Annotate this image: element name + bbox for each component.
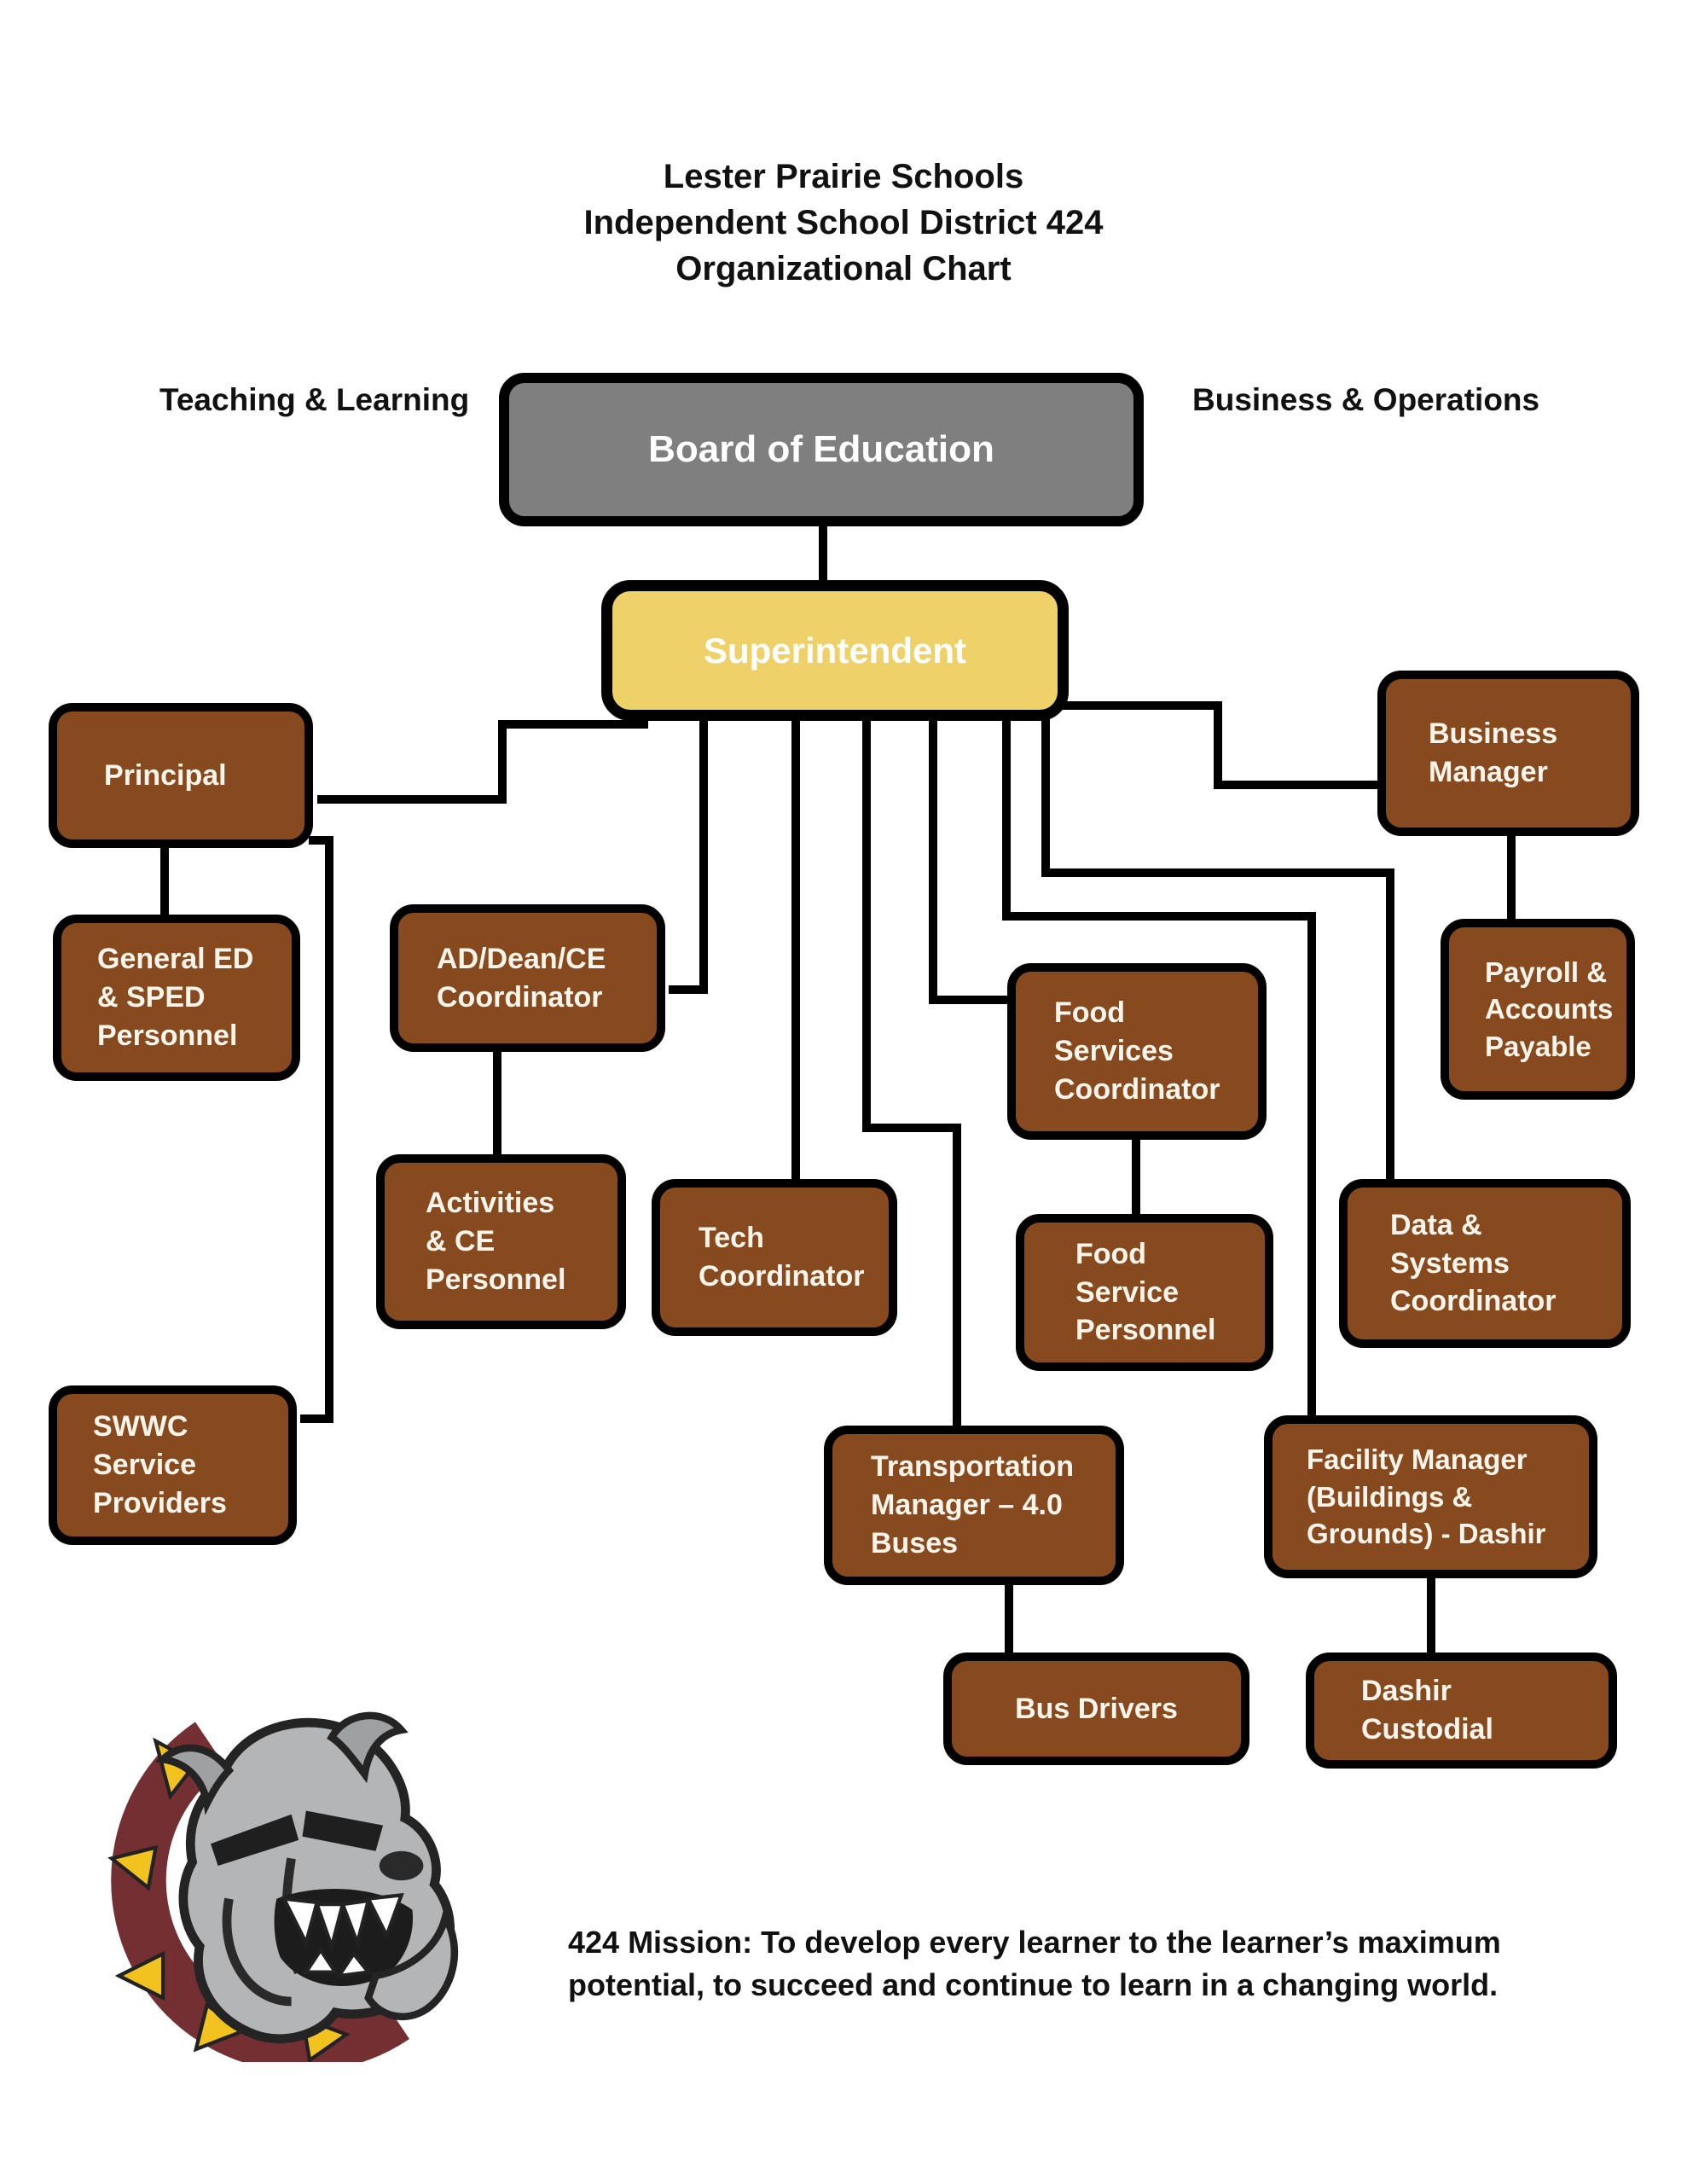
org-node-dashir-custodial: Dashir Custodial xyxy=(1306,1653,1617,1769)
jowl-fold xyxy=(222,1897,292,2007)
org-node-superintendent: Superintendent xyxy=(601,580,1069,721)
connector-superintendent-business-manager xyxy=(1062,701,1381,789)
connector-superintendent-ad-dean xyxy=(669,717,708,994)
org-node-data-systems-coordinator: Data & Systems Coordinator xyxy=(1339,1179,1631,1348)
connector-superintendent-principal xyxy=(317,720,648,804)
org-node-activities-ce-personnel: Activities & CE Personnel xyxy=(376,1154,626,1329)
bulldog-nose xyxy=(379,1850,424,1881)
org-node-ad-dean-ce-coordinator: AD/Dean/CE Coordinator xyxy=(390,904,665,1052)
connector-superintendent-facility-manager xyxy=(1002,717,1316,1419)
org-node-transportation-manager: Transportation Manager – 4.0 Buses xyxy=(824,1426,1124,1585)
bulldog-brow xyxy=(211,1814,299,1866)
org-node-principal: Principal xyxy=(49,703,313,848)
mission-statement: 424 Mission: To develop every learner to… xyxy=(568,1925,1501,2002)
bulldog-ear xyxy=(327,1711,409,1784)
org-node-business-manager: Business Manager xyxy=(1377,671,1639,836)
connector-principal-swwc xyxy=(300,836,333,1423)
connector-superintendent-transportation xyxy=(862,717,961,1429)
title-line-3: Organizational Chart xyxy=(675,250,1012,288)
org-node-food-service-personnel: Food Service Personnel xyxy=(1016,1214,1273,1371)
org-node-general-ed-sped-personnel: General ED & SPED Personnel xyxy=(53,915,300,1081)
org-node-tech-coordinator: Tech Coordinator xyxy=(652,1179,897,1336)
tooth xyxy=(339,1898,371,1949)
title-line-2: Independent School District 424 xyxy=(583,204,1104,241)
section-label-teaching-learning: Teaching & Learning xyxy=(159,382,470,417)
org-node-payroll-accounts-payable: Payroll & Accounts Payable xyxy=(1441,919,1635,1100)
tooth xyxy=(302,1946,339,1974)
org-node-board-of-education: Board of Education xyxy=(499,373,1144,526)
bulldog-brow xyxy=(302,1810,384,1851)
tooth xyxy=(335,1950,372,1978)
bulldog-mascot-logo xyxy=(107,1711,459,2062)
collar-spike-icon xyxy=(114,1950,165,2001)
tooth xyxy=(314,1902,345,1953)
org-node-food-services-coordinator: Food Services Coordinator xyxy=(1007,963,1267,1140)
connector-superintendent-food-services xyxy=(929,717,1011,1004)
bulldog-ear xyxy=(154,1744,235,1815)
bulldog-jowl xyxy=(364,1907,459,2021)
tooth xyxy=(365,1892,404,1941)
section-label-business-operations: Business & Operations xyxy=(1192,382,1540,417)
connector-superintendent-data-systems xyxy=(1041,717,1394,1182)
org-node-bus-drivers: Bus Drivers xyxy=(943,1653,1249,1765)
title-line-1: Lester Prairie Schools xyxy=(663,158,1024,195)
page-title: Lester Prairie Schools Independent Schoo… xyxy=(417,154,1270,292)
org-node-swwc-service-providers: SWWC Service Providers xyxy=(49,1385,297,1545)
tooth xyxy=(281,1896,320,1949)
collar-spike-icon xyxy=(107,1844,159,1891)
org-node-facility-manager: Facility Manager (Buildings & Grounds) -… xyxy=(1264,1415,1597,1578)
